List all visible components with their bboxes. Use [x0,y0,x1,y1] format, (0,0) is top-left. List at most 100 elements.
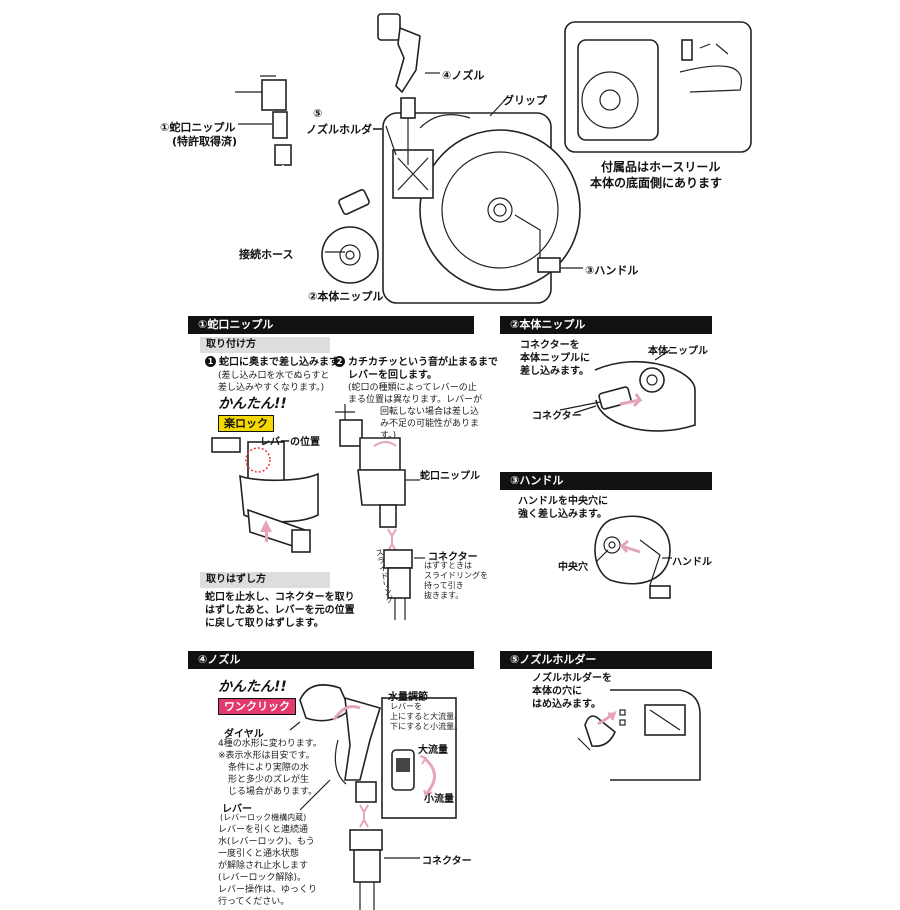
step2-note-line3: 回転しない場合は差し込 [380,407,480,417]
flow-title: 水量調節 [388,692,428,703]
section-handle-header: ③ハンドル [500,472,712,490]
remove-line2: はずしたあと、レバーを元の位置 [205,605,355,616]
lever-desc-line7: 行ってください。 [218,897,290,907]
handle-desc-line2: 強く差し込みます。 [518,509,607,520]
remove-subheader: 取りはずし方 [200,572,330,588]
section-body-nipple-header: ②本体ニップル [500,316,712,334]
lever-desc-line3: 一度引くと通水状態 [218,849,300,859]
small-flow-label: 小流量 [424,794,454,805]
connector-label-s2: コネクター [532,411,582,422]
label-connection-hose: 接続ホース [239,248,294,261]
handle-desc-line1: ハンドルを中央穴に [518,496,608,507]
label-handle: ③ハンドル [585,264,639,277]
nozzle-holder-illustration [577,689,701,781]
flow-desc-line2: 上にすると大流量、 [390,712,463,721]
faucet-nipple-label: 蛇口ニップル [420,471,480,482]
release-note-line4: 抜きます。 [424,591,464,600]
body-nipple-illustration [559,349,696,432]
label-faucet-nipple: ①蛇口ニップル [160,121,236,134]
handle-grip [537,257,561,273]
dial-label: ダイヤル [224,729,264,740]
dial-desc-line2: ※表示水形は目安です。 [218,751,315,761]
accessory-note-line2: 本体の底面側にあります [590,176,723,190]
nozzle-illustration [289,684,457,910]
flow-desc-line1: レバーを [390,702,422,711]
section-nozzle-holder-header: ⑤ノズルホルダー [500,651,712,669]
step1-note-line2: 差し込みやすくなります。) [218,383,325,393]
nozzle-holder-desc-line3: はめ込みます。 [532,699,601,710]
one-click-logo-bottom: ワンクリック [218,698,296,715]
step2-note-line4: み不足の可能性がありま [380,419,480,429]
label-patent: (特許取得済) [172,135,238,148]
hose-connector-top [274,144,292,166]
hose-reel-illustration [235,13,752,304]
accessory-note-line1: 付属品はホースリール [601,160,721,174]
step2-note: (蛇口の種類によってレバーの止 まる位置は異なります。レバーが 回転しない場合は… [348,382,482,442]
body-nipple-label: 本体ニップル [648,346,708,357]
remove-line1: 蛇口を止水し、コネクターを取り [205,592,355,603]
easy-lock-logo: かんたん!! 楽ロック [218,396,287,432]
section-faucet-nipple-header: ①蛇口ニップル [188,316,474,334]
body-nipple-desc-line1: コネクターを [520,340,580,351]
label-body-nipple: ②本体ニップル [308,290,384,303]
dial-desc-line4: 形と多少のズレが生 [228,775,310,785]
attach-subheader: 取り付け方 [200,337,330,353]
release-note-line3: 持って引き [424,581,464,590]
easy-lock-logo-top: かんたん!! [218,396,287,412]
body-nipple-desc-line2: 本体ニップルに [520,353,590,364]
body-nipple-inset [321,226,379,284]
handle-illustration [594,515,672,599]
release-note: はずすときは スライドリングを 持って引き 抜きます。 [424,561,488,601]
hose-connector-end [338,189,370,215]
handle-desc: ハンドルを中央穴に 強く差し込みます。 [518,495,608,521]
step1-number: 1 [205,356,216,367]
release-note-line1: はずすときは [424,561,472,570]
lever-label: レバー [222,804,252,815]
lever-desc-line1: レバーを引くと連続通 [218,825,309,835]
connector-label-s4: コネクター [422,856,472,867]
section-nozzle-header: ④ノズル [188,651,474,669]
label-nozzle-holder: ノズルホルダー [306,123,383,136]
lever-desc-line6: レバー操作は、ゆっくり [218,885,318,895]
dial-desc: 4種の水形に変わります。 ※表示水形は目安です。 条件により実際の水 形と多少の… [218,738,322,798]
easy-lock-logo-bottom: 楽ロック [218,415,274,432]
step2-number: 2 [334,356,345,367]
label-nozzle: ④ノズル [442,69,485,82]
step2-note-line1: (蛇口の種類によってレバーの止 [348,383,477,393]
label-grip: グリップ [503,94,547,107]
remove-line3: に戻して取りはずします。 [205,618,324,629]
release-note-line2: スライドリングを [424,571,488,580]
dial-desc-line3: 条件により実際の水 [228,763,309,773]
step2-line2: レバーを回します。 [348,370,437,381]
lever-sub-label: (レバーロック機構内蔵) [220,813,307,822]
lever-desc-line2: 水(レバーロック)、もう [218,837,315,847]
body-nipple-desc: コネクターを 本体ニップルに 差し込みます。 [520,339,590,378]
handle-label-s3: ハンドル [672,557,712,568]
connector-label-s1: コネクター [428,552,478,563]
one-click-logo: かんたん!! ワンクリック [218,679,296,715]
lever-position-label: レバーの位置 [260,437,320,448]
lever-desc: レバーを引くと連続通 水(レバーロック)、もう 一度引くと通水状態 が解除され止… [218,824,317,908]
lever-desc-line4: が解除され止水します [218,861,309,871]
body-nipple-desc-line3: 差し込みます。 [520,366,589,377]
nozzle-holder-desc-line1: ノズルホルダーを [532,673,612,684]
remove-text: 蛇口を止水し、コネクターを取り はずしたあと、レバーを元の位置 に戻して取りはず… [205,591,355,630]
label-holder-number: ⑤ [313,107,323,120]
dial-desc-line1: 4種の水形に変わります。 [218,739,322,749]
faucet [261,79,287,111]
step2-note-line5: す。) [380,431,397,441]
dial-desc-line5: じる場合があります。 [228,787,318,797]
flow-desc: レバーを 上にすると大流量、 下にすると小流量。 [390,702,462,732]
large-flow-label: 大流量 [418,745,448,756]
step1-text: 蛇口に奥まで差し込みます。 [219,357,348,368]
lever-desc-line5: (レバーロック解除)。 [218,873,307,883]
faucet-nipple-illustrations [211,404,425,620]
nozzle-head [377,13,401,41]
one-click-logo-top: かんたん!! [218,679,287,695]
step2-line1: カチカチッという音が止まるまで [348,357,498,368]
nozzle-holder-desc-line2: 本体の穴に [532,686,582,697]
nozzle-holder-desc: ノズルホルダーを 本体の穴に はめ込みます。 [532,672,612,711]
flow-desc-line3: 下にすると小流量。 [390,722,463,731]
